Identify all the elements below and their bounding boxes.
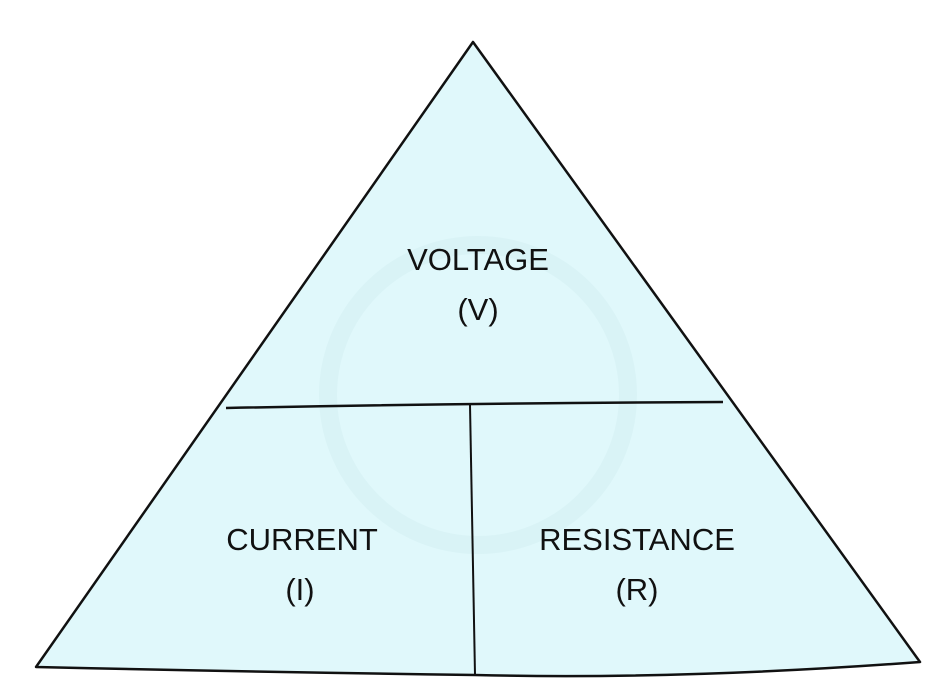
voltage-symbol: (V) [457,292,498,327]
voltage-label: VOLTAGE [407,242,549,277]
watermark [319,236,637,554]
triangle-outline [34,40,922,678]
current-symbol: (I) [285,572,314,607]
resistance-label: RESISTANCE [539,522,735,557]
current-label: CURRENT [226,522,378,557]
divider-horizontal [225,400,724,410]
resistance-symbol: (R) [615,572,658,607]
divider-vertical [469,404,476,676]
